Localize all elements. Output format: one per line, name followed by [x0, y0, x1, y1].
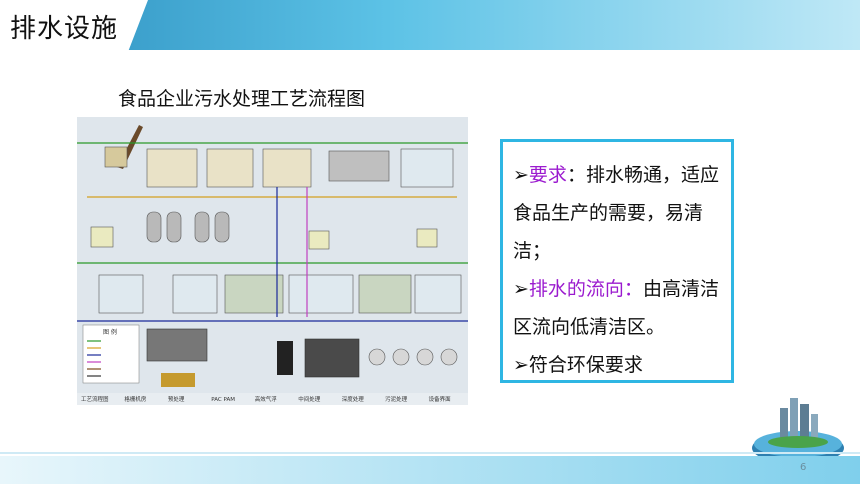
sludge-tank: [277, 341, 293, 375]
tank-2: [206, 148, 254, 188]
section-label: PAC PAM: [211, 397, 235, 403]
section-label: 高效气浮: [255, 395, 278, 403]
footer-bar: [0, 456, 860, 484]
page-title: 排水设施: [10, 14, 119, 44]
section-label: 格栅机房: [124, 395, 147, 403]
filter-4: [214, 211, 230, 243]
filter-press: [146, 328, 208, 362]
filter-2: [166, 211, 182, 243]
filter-3: [194, 211, 210, 243]
blower-3: [416, 348, 434, 366]
blower-4: [440, 348, 458, 366]
basin-1: [98, 274, 144, 314]
info-box: ➢要求：排水畅通，适应食品生产的需要，易清洁； ➢排水的流向：由高清洁区流向低清…: [500, 139, 734, 383]
page-number: 6: [800, 462, 807, 473]
blower-1: [368, 348, 386, 366]
section-label: 中间处理: [298, 395, 321, 403]
title-tab: [0, 0, 148, 50]
section-label: 设备界面: [429, 395, 452, 403]
process-flow-svg: 图 例 工艺流程图 格栅机房 预处理 PAC PAM 高效气浮 中间处理 深度处理 污泥处理 设…: [77, 125, 468, 405]
basin-4: [288, 274, 354, 314]
footer-line: [0, 452, 860, 454]
info-item-flow-direction: ➢排水的流向：由高清洁区流向低清洁区。: [513, 278, 719, 338]
legend-box: [82, 324, 140, 384]
basin-5: [358, 274, 412, 314]
section-label: 污泥处理: [385, 395, 408, 403]
blower-2: [392, 348, 410, 366]
filter-1: [146, 211, 162, 243]
dosing-tank-3: [416, 228, 438, 248]
tank-1: [146, 148, 198, 188]
dosing-tank-2: [308, 230, 330, 250]
section-label: 预处理: [168, 395, 185, 403]
process-flow-diagram: 图 例 工艺流程图 格栅机房 预处理 PAC PAM 高效气浮 中间处理 深度处理 污泥处理 设…: [77, 117, 468, 405]
info-item-environment: ➢符合环保要求: [513, 354, 643, 376]
info-item-requirement: ➢要求：排水畅通，适应食品生产的需要，易清洁；: [513, 164, 719, 262]
section-label: 工艺流程图: [81, 395, 109, 403]
legend-title: 图 例: [103, 328, 117, 336]
tank-4: [400, 148, 454, 188]
basin-6: [414, 274, 462, 314]
dissolved-air-unit: [328, 150, 390, 182]
diagram-title: 食品企业污水处理工艺流程图: [118, 88, 366, 110]
chemical-tank: [304, 338, 360, 378]
section-strip: [77, 393, 468, 405]
tank-3: [262, 148, 312, 188]
basin-3: [224, 274, 284, 314]
sludge-truck: [161, 373, 195, 387]
grit-tank: [104, 146, 128, 168]
basin-2: [172, 274, 218, 314]
section-label: 深度处理: [342, 395, 365, 403]
dosing-tank-1: [90, 226, 114, 248]
